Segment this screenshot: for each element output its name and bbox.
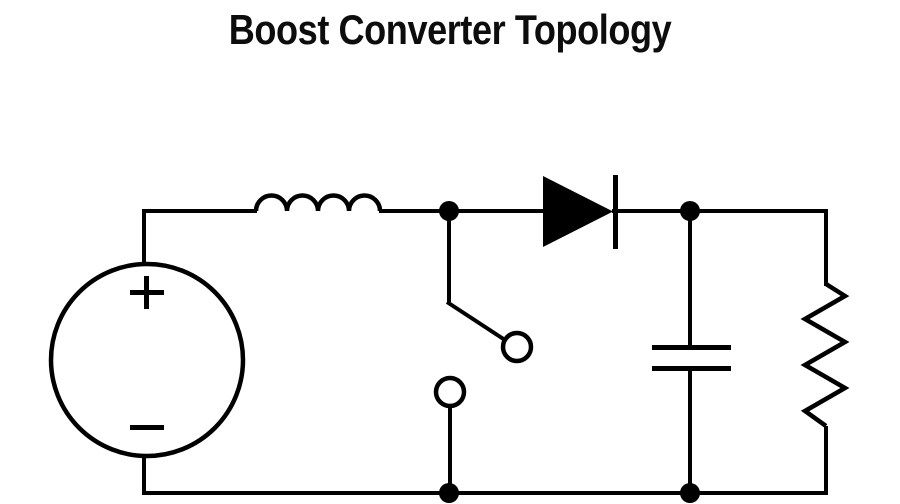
page-title: Boost Converter Topology	[228, 6, 672, 53]
diode-cathode-bar	[613, 175, 618, 249]
voltage-source-body	[48, 261, 246, 459]
node-ground-switch	[439, 483, 459, 503]
switch-blade[interactable]	[445, 300, 510, 344]
resistor	[800, 282, 850, 428]
inductor	[253, 193, 383, 212]
capacitor-plate-top	[652, 345, 731, 350]
plus-icon	[130, 276, 164, 309]
minus-icon	[130, 425, 164, 430]
capacitor	[652, 345, 731, 371]
wire-network	[142, 209, 828, 495]
switch[interactable]	[433, 211, 534, 409]
diode	[543, 175, 618, 249]
junction-nodes	[439, 201, 700, 503]
voltage-source	[48, 261, 246, 459]
node-switch	[439, 201, 459, 221]
capacitor-plate-bottom	[652, 366, 731, 371]
node-output	[680, 201, 700, 221]
inductor-coil	[253, 193, 383, 212]
node-ground-output	[680, 483, 700, 503]
switch-lower-terminal[interactable]	[433, 375, 467, 409]
diode-triangle	[543, 176, 613, 247]
switch-upper-terminal[interactable]	[500, 330, 534, 364]
resistor-zigzag	[800, 282, 850, 428]
